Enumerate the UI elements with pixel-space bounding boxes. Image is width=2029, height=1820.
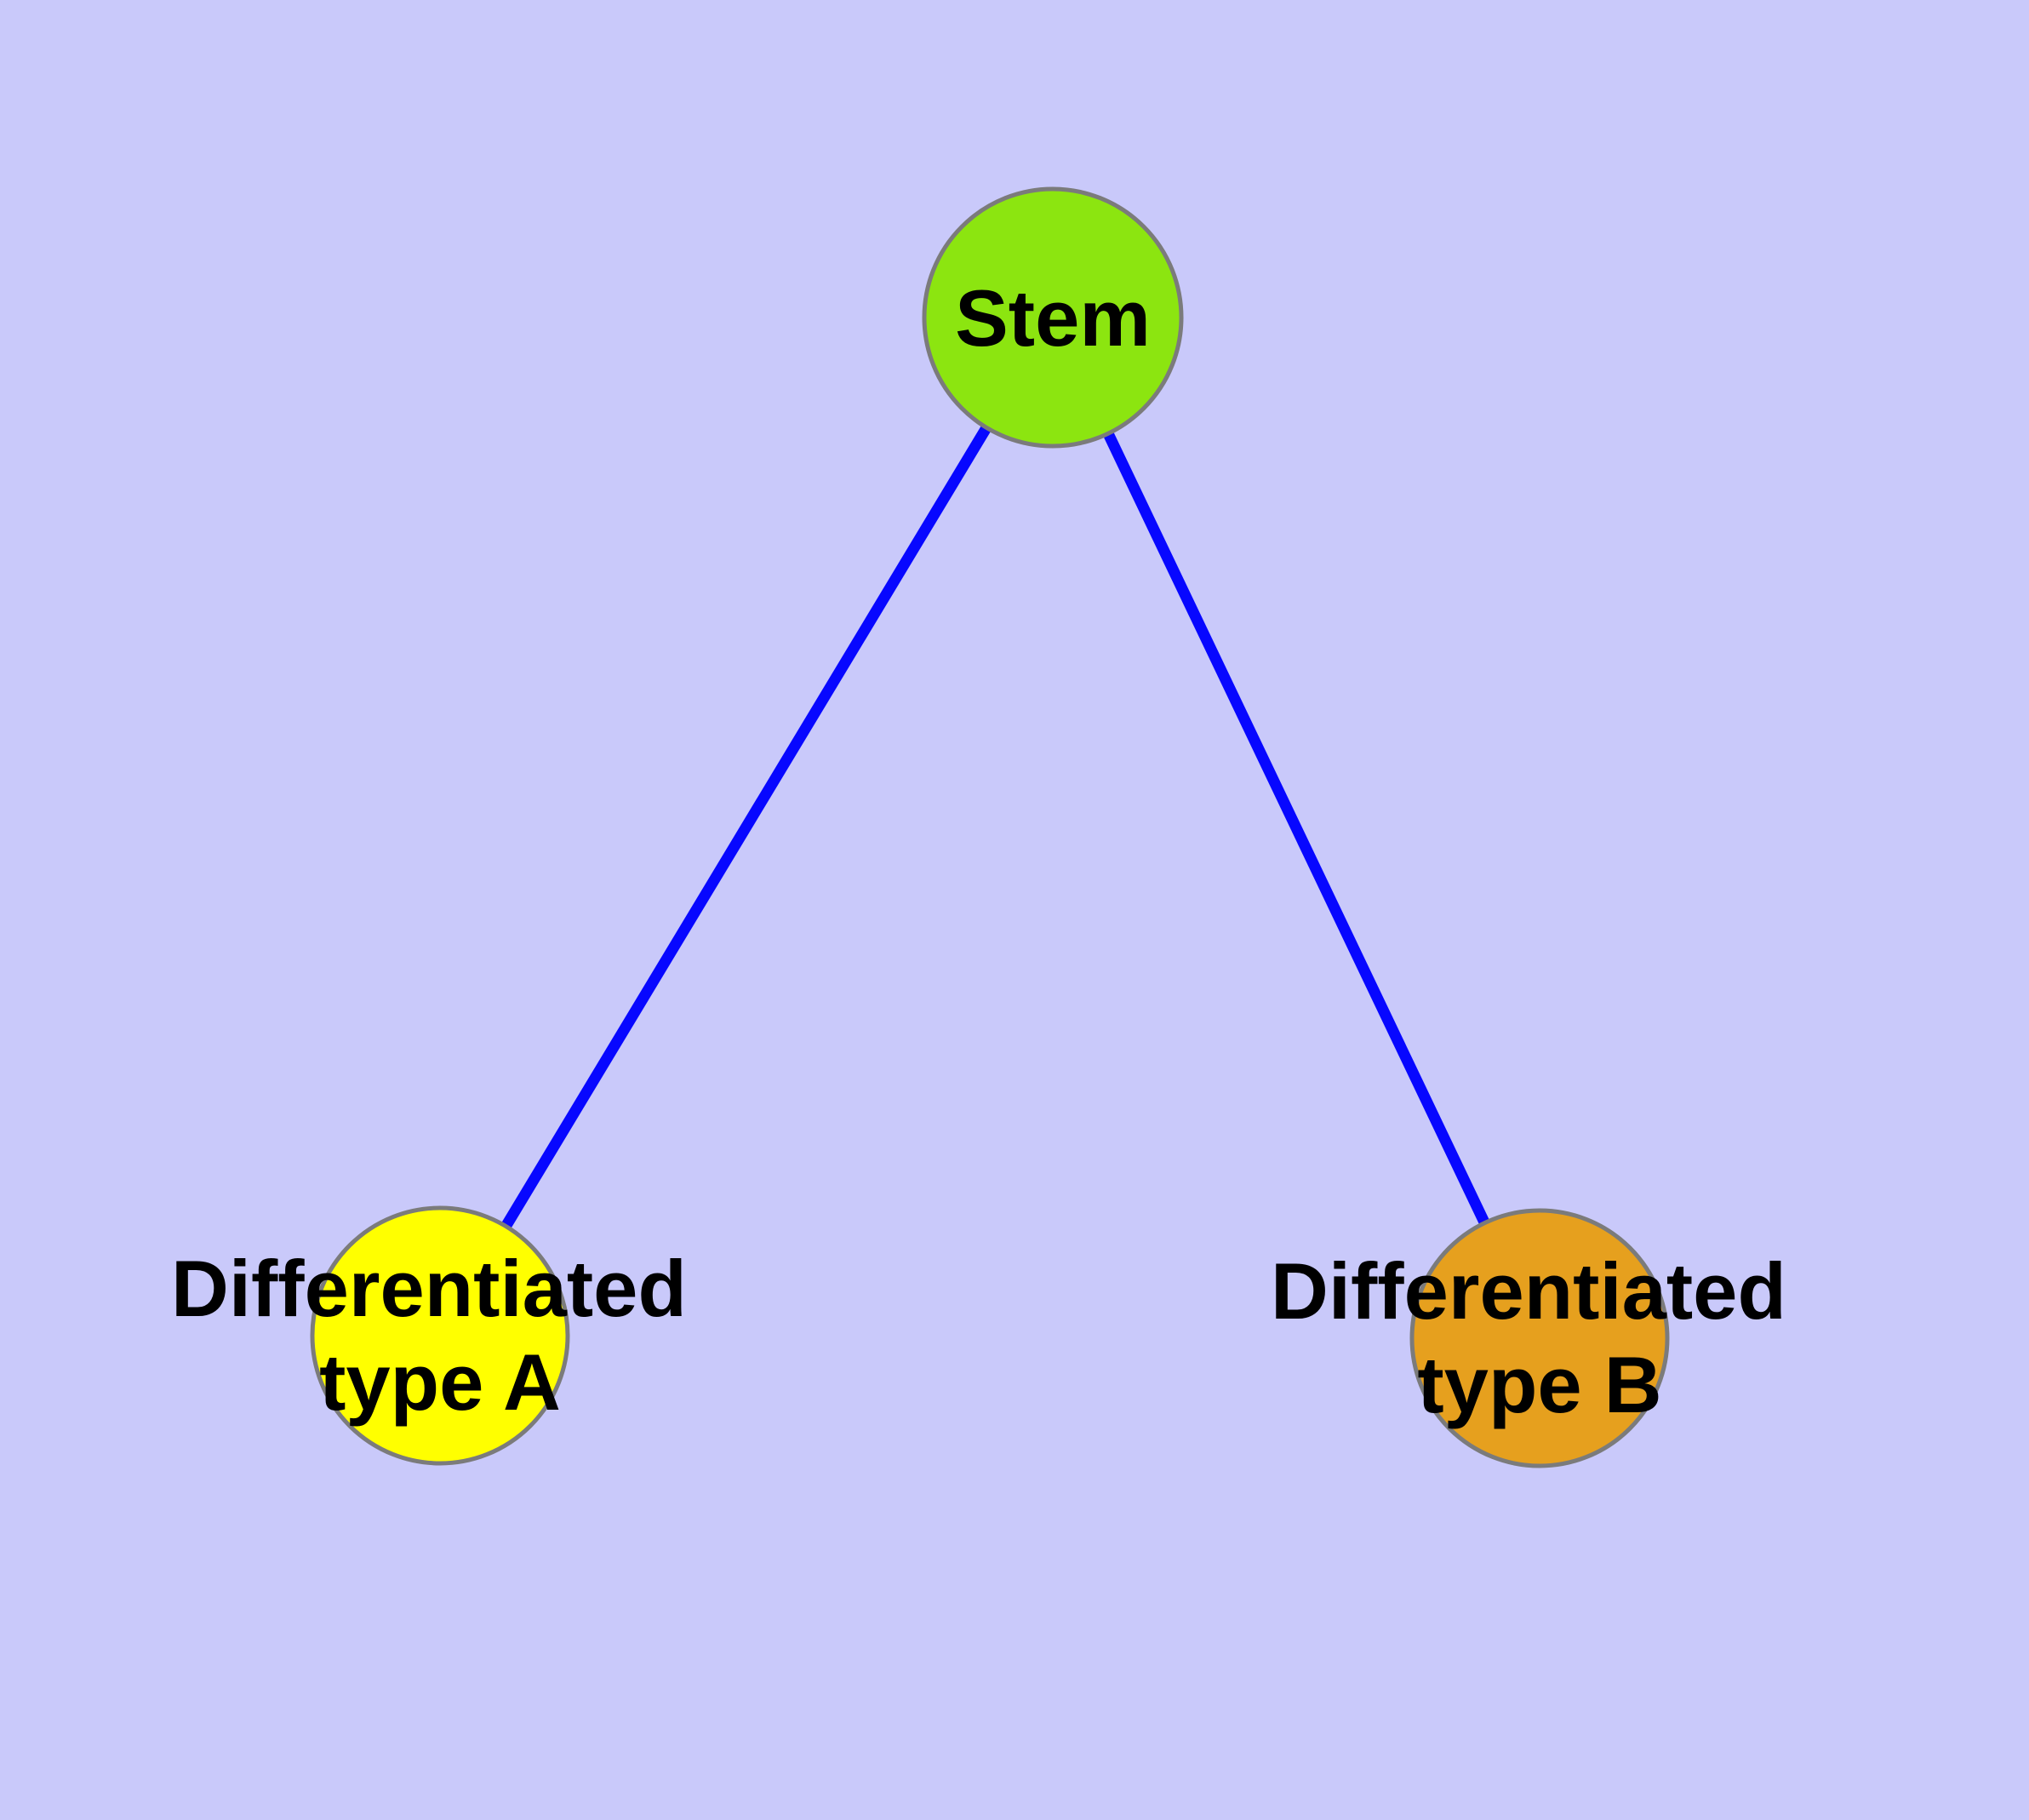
node-type-b-label-line1: Differentiated <box>1271 1246 1786 1336</box>
node-type-a-label: Differentiated type A <box>171 1244 709 1427</box>
node-type-a-circle <box>310 1205 570 1466</box>
node-type-a-label-line2: type A <box>319 1337 561 1427</box>
edge-stem-to-type-b <box>1048 315 1545 1341</box>
node-type-b-label: Differentiated type B <box>1271 1246 1809 1429</box>
node-type-b-circle <box>1409 1208 1670 1468</box>
node-stem-circle <box>922 186 1184 449</box>
node-stem-label: Stem <box>955 273 1151 363</box>
node-type-b-label-line2: type B <box>1417 1340 1661 1429</box>
node-type-a-label-line1: Differentiated <box>171 1244 687 1333</box>
edge-stem-to-type-a <box>435 314 1058 1339</box>
